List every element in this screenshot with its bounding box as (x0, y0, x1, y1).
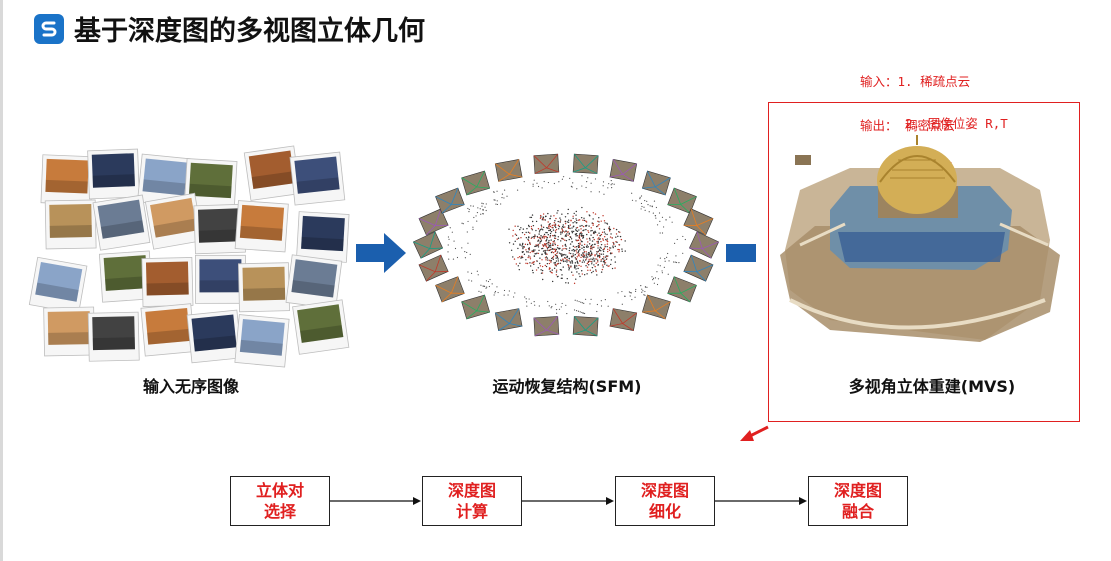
pipeline-connector (521, 497, 614, 505)
pipeline-step-depth-fusion: 深度图 融合 (808, 476, 908, 526)
pipeline-step-line: 深度图 (833, 481, 882, 500)
slide-left-border (0, 0, 3, 561)
pipeline-step-depth-computation: 深度图 计算 (422, 476, 522, 526)
arrow-block-icon (726, 244, 756, 262)
company-logo-icon (34, 14, 64, 44)
pipeline-step-line: 细化 (648, 502, 681, 521)
pipeline-connector (329, 497, 421, 505)
input-images-caption: 输入无序图像 (142, 377, 239, 396)
sfm-caption: 运动恢复结构(SFM) (492, 377, 642, 396)
pipeline-step-stereo-pair-selection: 立体对 选择 (230, 476, 330, 526)
mvs-dense-model-image (780, 135, 1060, 342)
photo-collage-image (28, 145, 350, 368)
mvs-highlight-frame (768, 102, 1080, 422)
pipeline-step-line: 立体对 (255, 481, 304, 500)
pipeline-step-line: 深度图 (640, 481, 689, 500)
pipeline-step-line: 深度图 (447, 481, 496, 500)
pipeline-step-line: 计算 (455, 502, 488, 521)
mvs-caption: 多视角立体重建(MVS) (848, 377, 1016, 396)
slide-title: 基于深度图的多视图立体几何 (74, 16, 425, 47)
pipeline-step-depth-refinement: 深度图 细化 (615, 476, 715, 526)
output-note: 输出： 稠密点云 (860, 118, 956, 133)
arrow-down-left-icon (740, 425, 769, 441)
sfm-reconstruction-image (412, 153, 720, 337)
pipeline-step-line: 选择 (263, 502, 296, 521)
arrow-right-icon (356, 233, 406, 273)
pipeline-connector (714, 497, 807, 505)
input-note-line: 2. 图像位姿 R,T (860, 116, 1008, 131)
input-note-line: 输入：1. 稀疏点云 (860, 74, 971, 89)
pipeline-step-line: 融合 (841, 502, 874, 521)
